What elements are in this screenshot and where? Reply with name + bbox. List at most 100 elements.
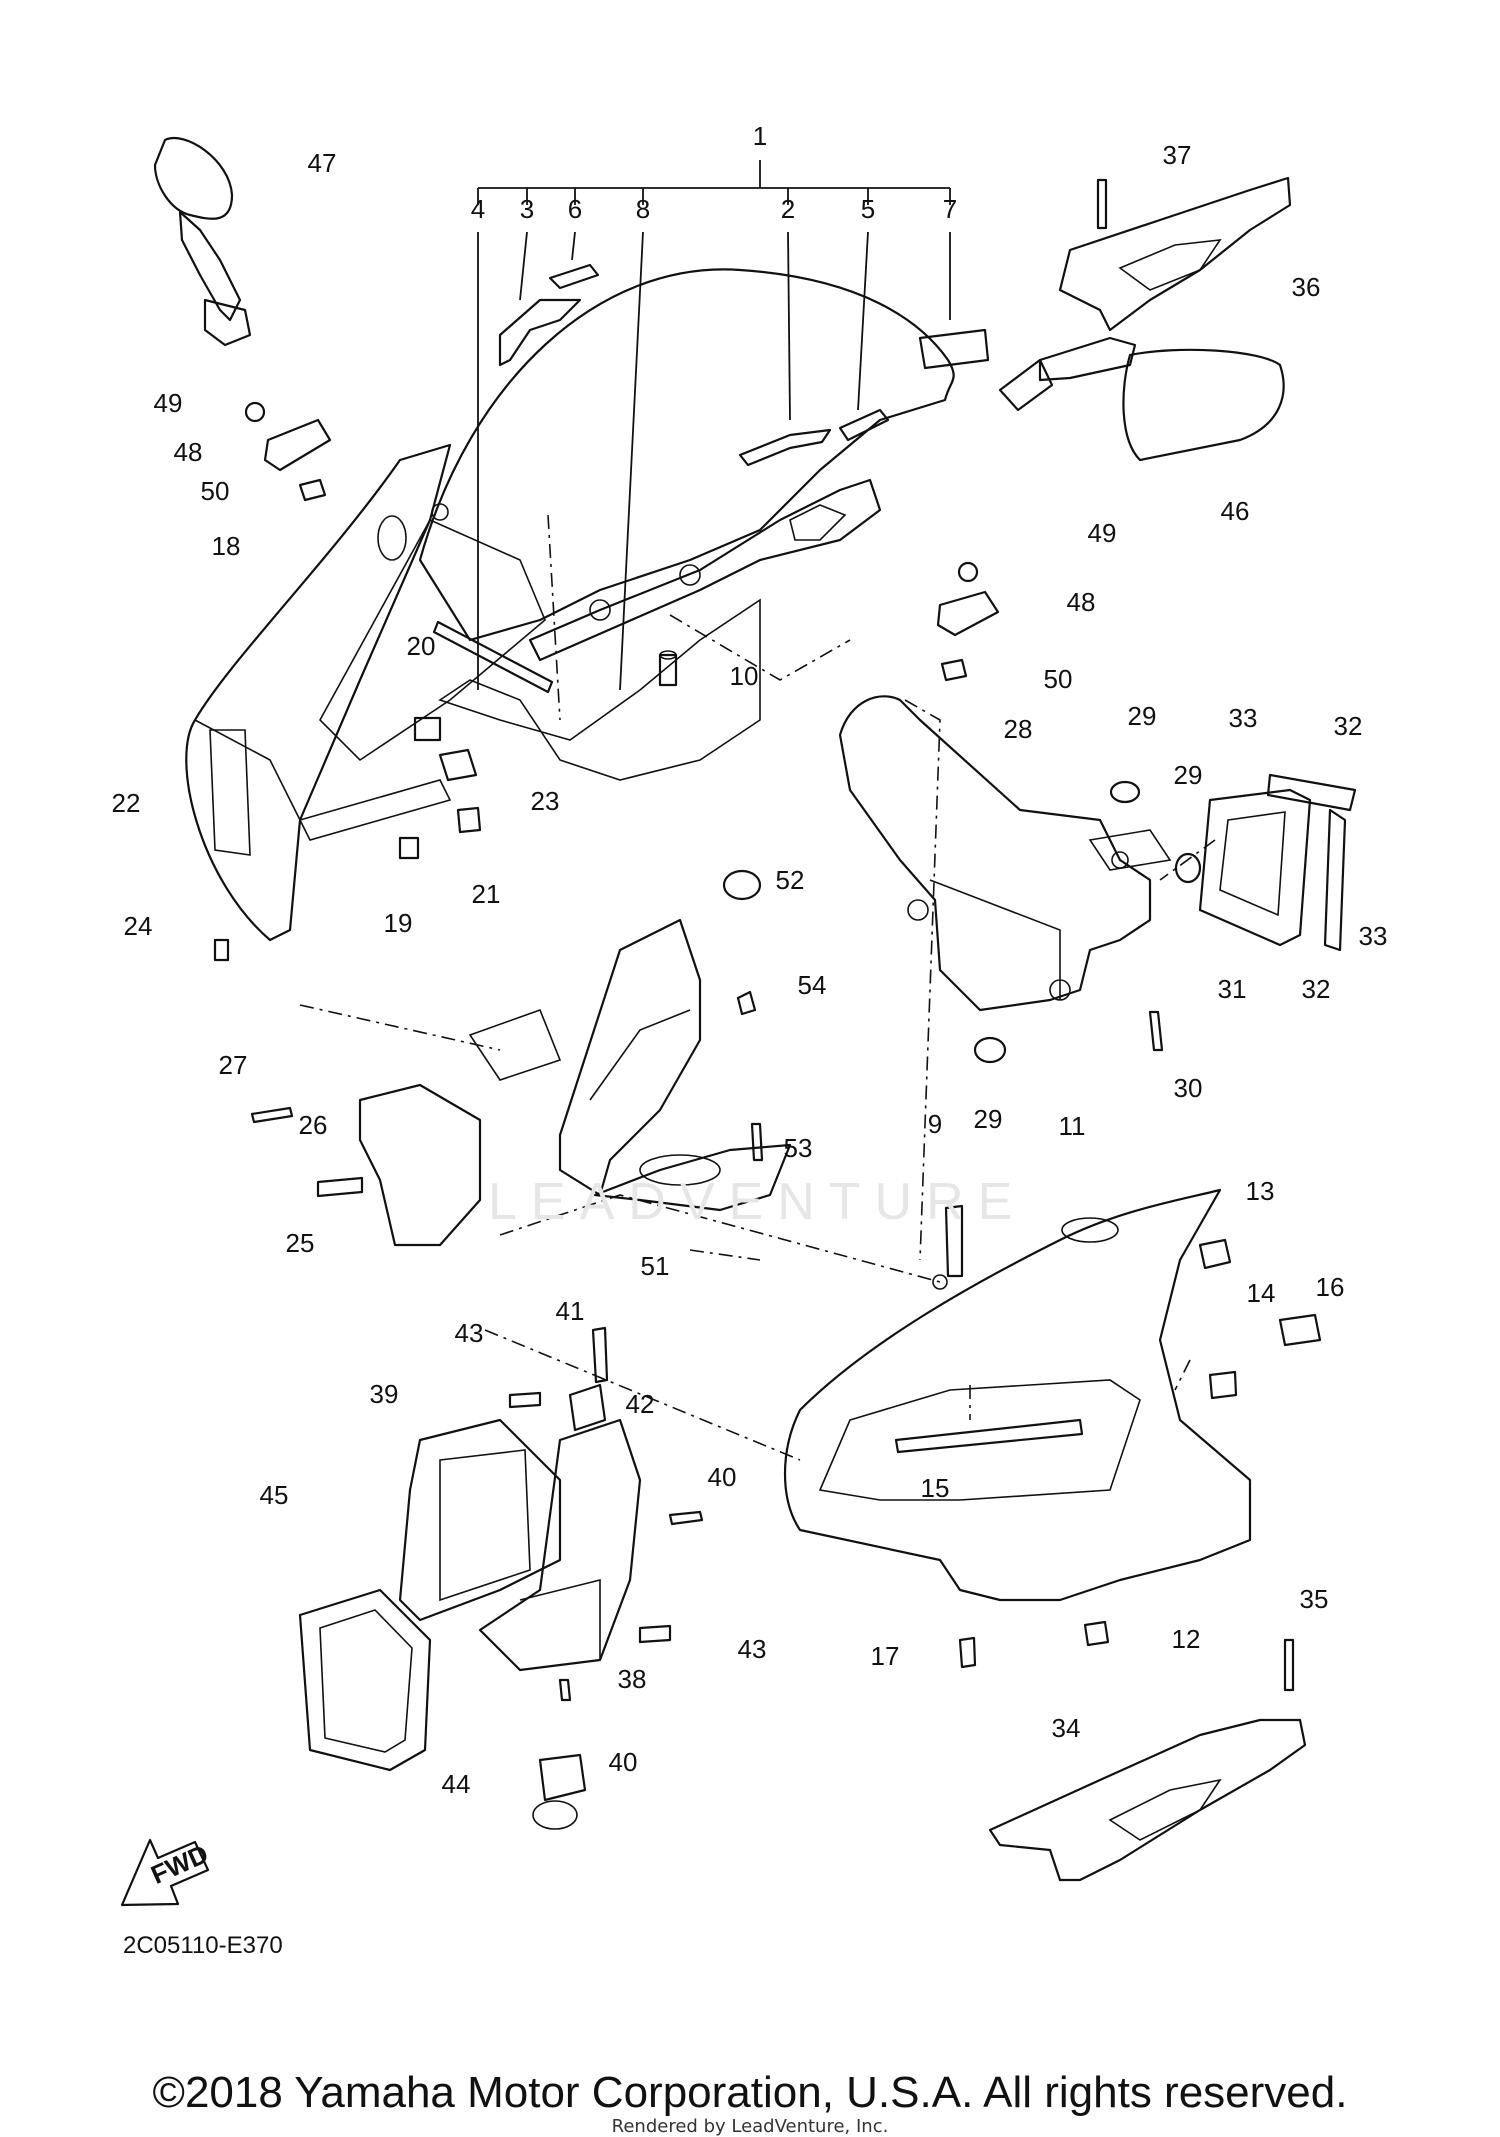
callout-15: 15 — [921, 1473, 950, 1503]
callout-4: 4 — [471, 194, 485, 224]
callout-23: 23 — [531, 786, 560, 816]
bracket-41 — [568, 1383, 607, 1432]
bolt-24 — [213, 938, 230, 962]
windshield — [418, 268, 955, 781]
callout-38: 38 — [618, 1664, 647, 1694]
callout-24: 24 — [124, 911, 153, 941]
callout-12: 12 — [1172, 1624, 1201, 1654]
side-cowling — [783, 1188, 1252, 1602]
callout-10: 10 — [730, 661, 759, 691]
nut-50-left — [298, 478, 327, 502]
duct-bracket-25 — [358, 1008, 562, 1247]
callout-17: 17 — [871, 1641, 900, 1671]
screw-42 — [591, 1326, 609, 1384]
callout-49: 49 — [1088, 518, 1117, 548]
decal-6 — [548, 263, 600, 290]
screw-27 — [250, 1106, 294, 1124]
damper-49-left — [244, 401, 266, 423]
strip-4 — [432, 620, 554, 694]
callout-47: 47 — [308, 148, 337, 178]
collar-10 — [658, 653, 678, 687]
rendered-by-text: Rendered by LeadVenture, Inc. — [611, 2116, 889, 2137]
screw-35 — [1283, 1638, 1295, 1692]
decal-2 — [738, 428, 832, 467]
callout-53: 53 — [784, 1133, 813, 1163]
callout-29: 29 — [1128, 701, 1157, 731]
damper-29a — [1109, 780, 1141, 804]
grommet-48-left — [263, 418, 332, 472]
callout-52: 52 — [776, 865, 805, 895]
callout-33: 33 — [1359, 921, 1388, 951]
callout-37: 37 — [1163, 140, 1192, 170]
screw-54 — [736, 990, 757, 1016]
callout-22: 22 — [112, 788, 141, 818]
callout-14: 14 — [1247, 1278, 1276, 1308]
callout-42: 42 — [626, 1389, 655, 1419]
callout-29: 29 — [974, 1104, 1003, 1134]
pad-21 — [456, 806, 482, 834]
callout-13: 13 — [1246, 1176, 1275, 1206]
seal-45 — [298, 1588, 432, 1772]
callout-27: 27 — [219, 1050, 248, 1080]
callout-18: 18 — [212, 531, 241, 561]
callout-39: 39 — [370, 1379, 399, 1409]
callout-48: 48 — [174, 437, 203, 467]
callout-43: 43 — [455, 1318, 484, 1348]
nut-20 — [413, 716, 442, 742]
pad-26 — [316, 1176, 364, 1198]
grommet-48-right — [936, 590, 1000, 637]
headlight-stay — [838, 695, 1172, 1012]
callout-43: 43 — [738, 1634, 767, 1664]
screw-9 — [944, 1204, 964, 1278]
callout-3: 3 — [520, 194, 534, 224]
callout-11: 11 — [1059, 1111, 1086, 1141]
callout-50: 50 — [1044, 664, 1073, 694]
callout-31: 31 — [1218, 974, 1247, 1004]
callout-40: 40 — [708, 1462, 737, 1492]
callout-2: 2 — [781, 194, 795, 224]
callout-33: 33 — [1229, 703, 1258, 733]
callout-5: 5 — [861, 194, 875, 224]
callout-54: 54 — [798, 970, 827, 1000]
clamp-44 — [538, 1753, 587, 1802]
callout-48: 48 — [1067, 587, 1096, 617]
upper-cowling — [185, 443, 546, 942]
assembly-lines — [299, 614, 1216, 1461]
windshield-group-bracket — [477, 160, 951, 691]
decal-5 — [838, 408, 890, 442]
decal-7 — [918, 328, 990, 370]
pad-43a — [508, 1391, 542, 1409]
callout-19: 19 — [384, 908, 413, 938]
callout-8: 8 — [636, 194, 650, 224]
bolt-30 — [1148, 1010, 1164, 1052]
callout-46: 46 — [1221, 496, 1250, 526]
callout-49: 49 — [154, 388, 183, 418]
mirror-left — [153, 137, 252, 347]
damper-29c — [973, 1036, 1007, 1064]
callout-6: 6 — [568, 194, 582, 224]
callout-32: 32 — [1302, 974, 1331, 1004]
cap-52 — [722, 869, 762, 901]
callout-28: 28 — [1004, 714, 1033, 744]
inner-panel-36 — [1058, 176, 1292, 332]
nut-19 — [398, 836, 420, 860]
nut-50-right — [940, 658, 968, 682]
callout-26: 26 — [299, 1110, 328, 1140]
callout-45: 45 — [260, 1480, 289, 1510]
screw-40a — [668, 1510, 704, 1526]
screw-53 — [750, 1122, 764, 1162]
air-duct-39 — [398, 1418, 562, 1622]
callout-34: 34 — [1052, 1713, 1081, 1743]
callout-16: 16 — [1316, 1272, 1345, 1302]
damper-49-right — [957, 561, 979, 583]
damper-16 — [1278, 1313, 1322, 1347]
duct-38 — [478, 1418, 642, 1672]
callout-9: 9 — [928, 1109, 942, 1139]
air-duct-assembly — [1198, 773, 1357, 952]
callout-7: 7 — [943, 194, 957, 224]
watermark: LEADVENTURE — [488, 1173, 1027, 1231]
callout-21: 21 — [472, 879, 501, 909]
damper-23 — [438, 748, 478, 782]
